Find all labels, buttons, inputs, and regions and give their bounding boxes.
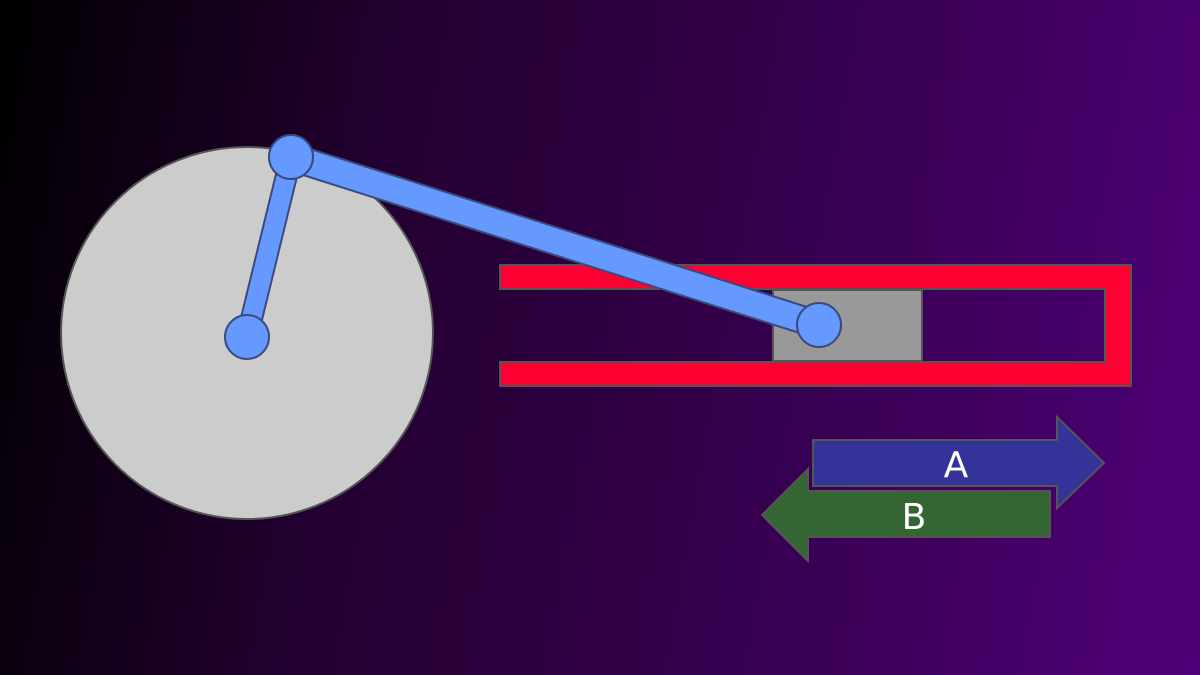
arrow-b-label: B	[902, 497, 927, 538]
connecting-rod	[278, 144, 832, 338]
crank-center-joint	[224, 314, 270, 360]
arrow-a-label: A	[944, 445, 969, 486]
arrow-b	[760, 466, 1051, 564]
piston-pin-joint	[796, 302, 842, 348]
crank-pin-joint	[268, 134, 314, 180]
crank-arm	[237, 147, 301, 347]
arrow-a	[812, 414, 1106, 511]
